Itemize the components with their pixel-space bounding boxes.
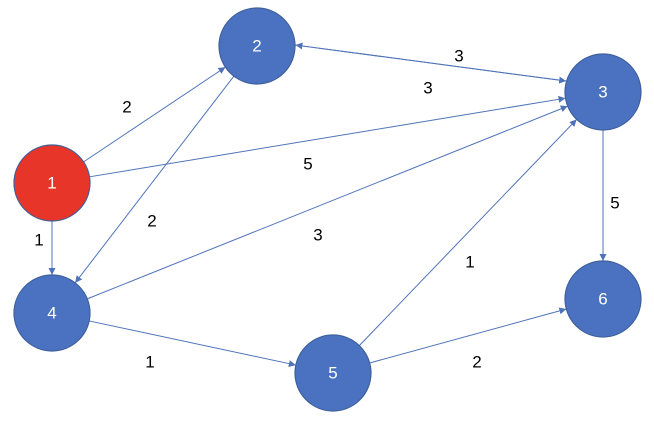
edge-3-to-2	[295, 42, 567, 82]
node-5: 5	[294, 334, 372, 412]
edge-weight-1-to-4: 1	[34, 231, 43, 250]
node-1: 1	[13, 144, 91, 222]
node-1-label: 1	[47, 174, 56, 193]
node-6-circle	[564, 260, 642, 338]
node-4: 4	[13, 274, 91, 352]
node-1-circle	[13, 144, 91, 222]
edge-weight-2-to-3: 3	[454, 47, 463, 66]
nodes-layer: 1 2 3 4 5 6	[13, 7, 642, 412]
node-2-label: 2	[252, 37, 261, 56]
node-3: 3	[564, 53, 642, 131]
edge-2-to-4	[74, 75, 235, 284]
edge-weights-layer: 2 3 3 5 2 1 3 5 1 1 2	[34, 47, 619, 372]
edge-weight-5-to-6: 2	[472, 353, 481, 372]
edge-1-to-2	[83, 66, 226, 163]
node-6: 6	[564, 260, 642, 338]
node-5-circle	[294, 334, 372, 412]
edge-5-to-6	[369, 307, 567, 364]
edge-4-to-3	[87, 105, 568, 300]
edges-layer	[48, 42, 607, 368]
edge-weight-3-to-6: 5	[610, 194, 619, 213]
node-2-circle	[218, 7, 296, 85]
edge-5-to-3	[358, 119, 578, 346]
node-3-label: 3	[598, 83, 607, 102]
node-6-label: 6	[598, 290, 607, 309]
edge-weight-4-to-5: 1	[145, 353, 154, 372]
edge-weight-5-to-3: 1	[465, 253, 474, 272]
edge-weight-1-to-2: 2	[122, 98, 131, 117]
edge-1-to-3	[89, 95, 566, 178]
node-4-circle	[13, 274, 91, 352]
edge-4-to-5	[89, 320, 296, 368]
node-3-circle	[564, 53, 642, 131]
node-5-label: 5	[328, 364, 337, 383]
edge-weight-3-to-2: 3	[423, 79, 432, 98]
node-4-label: 4	[47, 304, 56, 323]
edge-weight-4-to-3: 3	[313, 226, 322, 245]
edge-weight-2-to-4: 2	[147, 212, 156, 231]
node-2: 2	[218, 7, 296, 85]
edge-weight-1-to-3: 5	[303, 155, 312, 174]
